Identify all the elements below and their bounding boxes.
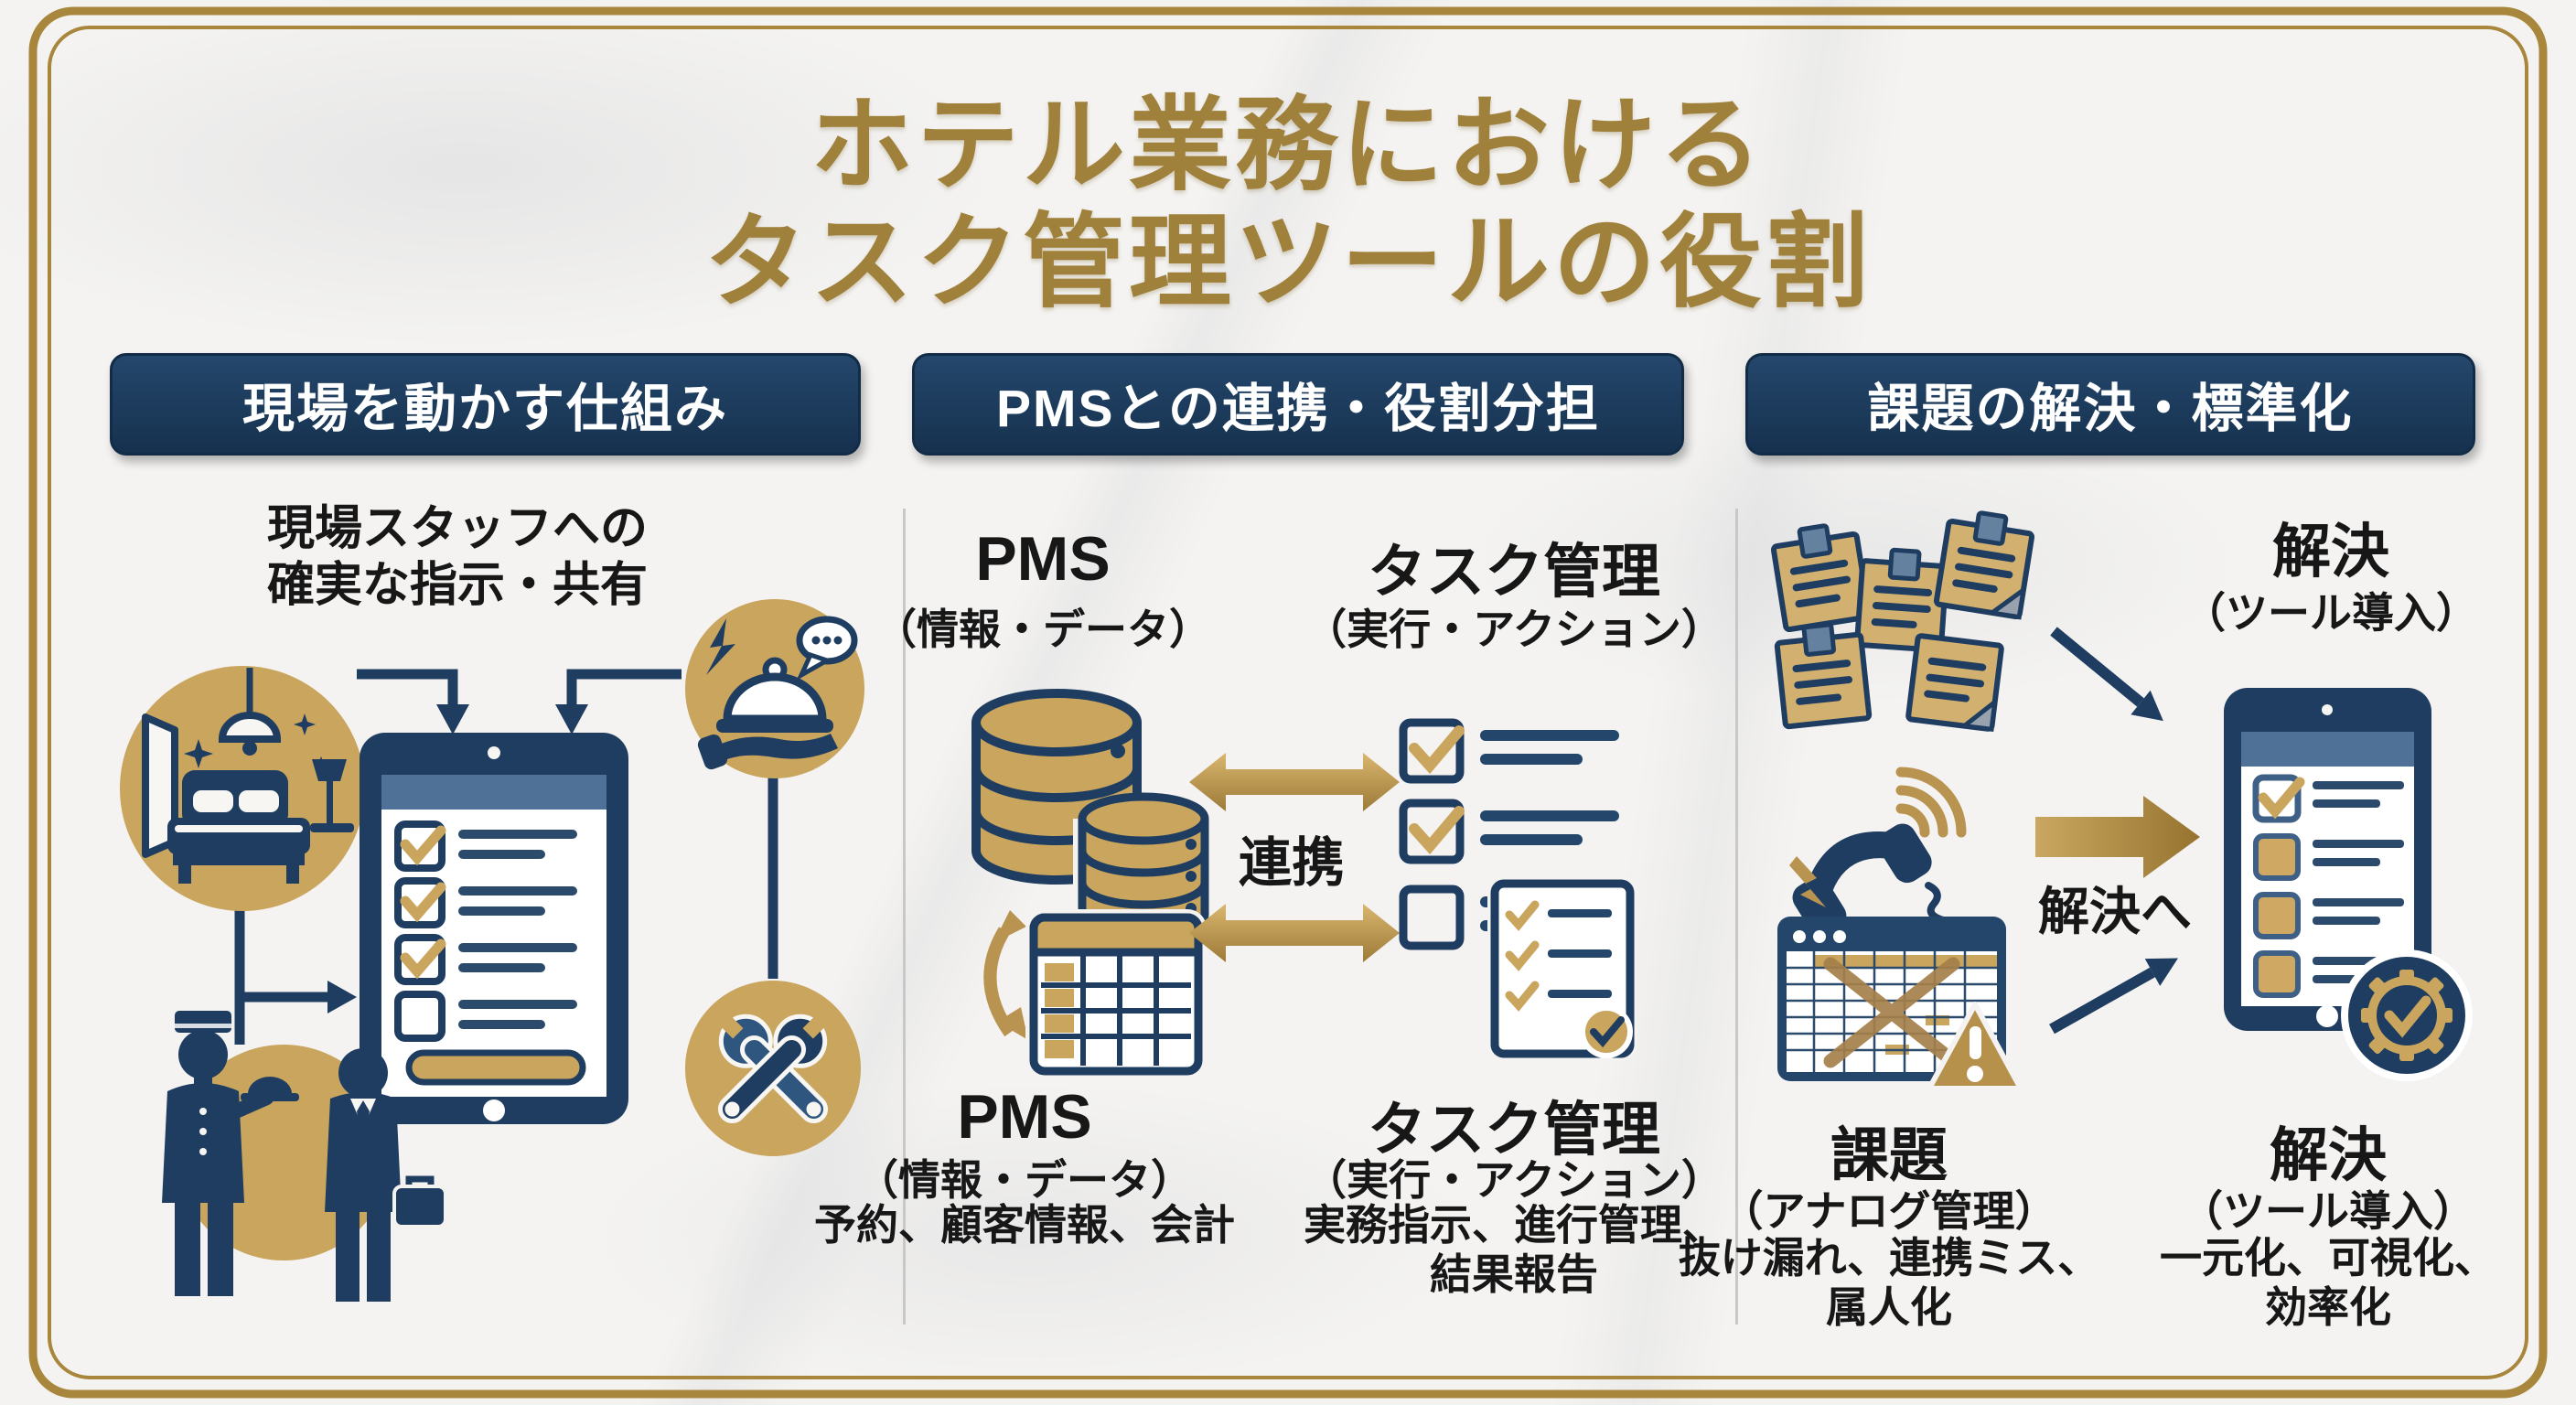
col2-pms-bottom-desc: 予約、顧客情報、会計 xyxy=(814,1201,1235,1249)
col3-problem-bottom-title: 課題 xyxy=(1830,1122,1948,1188)
column-divider-2 xyxy=(1735,509,1738,1325)
broken-spreadsheet-icon xyxy=(1777,917,2023,1091)
solution-tablet-icon xyxy=(2224,688,2473,1081)
col3-solution-bottom-subtitle: （ツール導入） xyxy=(2181,1187,2475,1235)
staff-tablet-checklist-icon xyxy=(360,733,628,1124)
problem-to-solution-arrow-icon xyxy=(2049,958,2178,1035)
col3-solution-bottom-title: 解決 xyxy=(2270,1122,2387,1188)
sync-arrow-icon xyxy=(983,910,1028,1040)
database-icon xyxy=(971,689,1214,1079)
col2-link-label: 連携 xyxy=(1238,833,1346,893)
page-title-line2: タスク管理ツールの役割 xyxy=(704,205,1872,319)
flow-arrows-icon xyxy=(234,669,778,1045)
col2-task-bottom-title: タスク管理 xyxy=(1368,1097,1660,1163)
calendar-grid-icon xyxy=(1025,909,1207,1079)
col3-solution-bottom-desc1: 一元化、可視化、 xyxy=(2160,1234,2496,1282)
sticky-notes-icon xyxy=(1770,510,2035,733)
link-double-arrow-icons xyxy=(1189,753,1400,962)
header-column3: 課題の解決・標準化 xyxy=(1745,353,2475,456)
warning-triangle-icon xyxy=(1927,1002,2023,1091)
column-divider-1 xyxy=(903,509,906,1325)
solution-gold-arrow-icon xyxy=(2035,796,2200,878)
hotel-room-icon xyxy=(120,666,365,911)
note-to-tablet-arrow-icon xyxy=(2050,627,2163,722)
col3-solution-top-subtitle: （ツール導入） xyxy=(2184,589,2478,637)
page-title-line1: ホテル業務における xyxy=(810,88,1766,202)
col3-arrow-label: 解決へ xyxy=(2038,883,2192,940)
header-column2: PMSとの連携・役割分担 xyxy=(912,353,1684,456)
col3-problem-bottom-subtitle: （アナログ管理） xyxy=(1721,1187,2057,1235)
col1-caption-line2: 確実な指示・共有 xyxy=(266,559,649,612)
hotel-staff-icon xyxy=(162,1011,447,1302)
col2-pms-bottom-subtitle: （情報・データ） xyxy=(856,1156,1193,1204)
col3-problem-bottom-desc1: 抜け漏れ、連携ミス、 xyxy=(1678,1234,2100,1282)
col2-task-top-title: タスク管理 xyxy=(1368,539,1660,605)
col2-pms-top-title: PMS xyxy=(975,524,1111,594)
col3-solution-top-title: 解決 xyxy=(2272,519,2389,585)
col2-task-bottom-desc2: 結果報告 xyxy=(1430,1250,1598,1298)
col2-task-bottom-desc1: 実務指示、進行管理、 xyxy=(1304,1201,1724,1249)
col3-solution-bottom-desc2: 効率化 xyxy=(2265,1283,2391,1331)
col1-caption-line1: 現場スタッフへの xyxy=(266,502,649,555)
tools-icon xyxy=(685,981,861,1156)
gear-check-icon xyxy=(2341,949,2473,1081)
header-column1: 現場を動かす仕組み xyxy=(110,353,861,456)
clipboard-check-icon xyxy=(1487,876,1637,1061)
col2-task-bottom-subtitle: （実行・アクション） xyxy=(1304,1156,1723,1204)
col2-task-top-subtitle: （実行・アクション） xyxy=(1304,606,1723,653)
col2-pms-bottom-title: PMS xyxy=(957,1082,1092,1152)
service-bell-icon xyxy=(685,599,864,778)
col2-pms-top-subtitle: （情報・データ） xyxy=(875,606,1211,653)
col3-problem-bottom-desc2: 属人化 xyxy=(1826,1283,1952,1331)
